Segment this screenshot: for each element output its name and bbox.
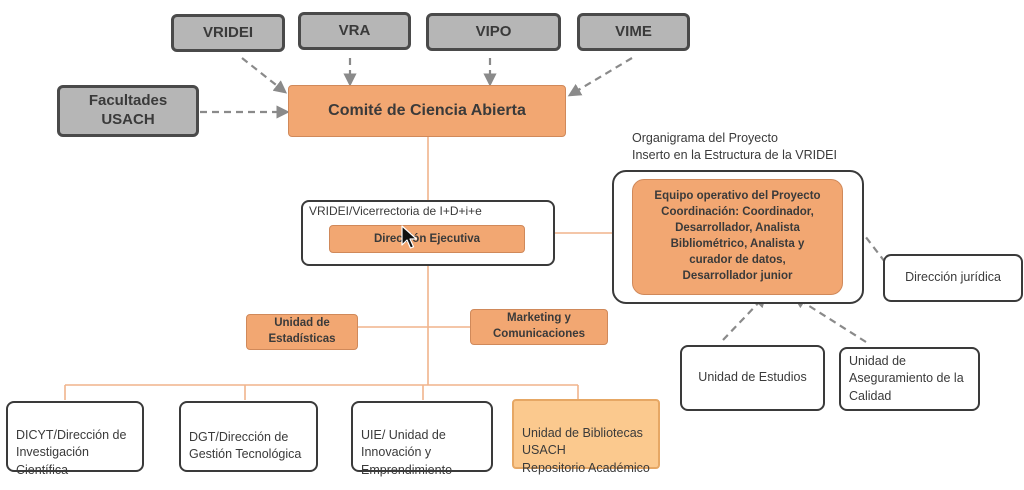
vipo-box: VIPO xyxy=(426,13,561,51)
direccion-juridica-box: Dirección jurídica xyxy=(883,254,1023,302)
vridei-box: VRIDEI xyxy=(171,14,285,52)
unidad-calidad-box: Unidad de Aseguramiento de la Calidad xyxy=(839,347,980,411)
vra-label: VRA xyxy=(338,21,371,39)
mouse-cursor-icon xyxy=(401,225,418,249)
facultades-box: Facultades USACH xyxy=(57,85,199,137)
vridei-label: VRIDEI xyxy=(202,23,253,41)
direccion-juridica-label: Dirección jurídica xyxy=(905,270,1001,285)
uie-box: UIE/ Unidad de Innovación y Emprendimien… xyxy=(351,401,493,477)
marketing-box: Marketing y Comunicaciones xyxy=(470,309,608,345)
team-box: Equipo operativo del Proyecto Coordinaci… xyxy=(632,179,843,295)
committee-box: Comité de Ciencia Abierta xyxy=(288,85,566,137)
unidad-estadisticas-label: Unidad de Estadísticas xyxy=(268,317,336,345)
vra-box: VRA xyxy=(298,12,411,50)
marketing-label: Marketing y Comunicaciones xyxy=(492,312,586,340)
committee-label: Comité de Ciencia Abierta xyxy=(328,101,526,119)
vicerrectoria-title: VRIDEI/Vicerrectoria de I+D+i+e xyxy=(309,204,482,218)
bibliotecas-label: Unidad de Bibliotecas USACH Repositorio … xyxy=(522,425,650,475)
unidad-estadisticas-box: Unidad de Estadísticas xyxy=(246,314,358,350)
dgt-box: DGT/Dirección de Gestión Tecnológica xyxy=(179,401,318,472)
project-caption: Organigrama del Proyecto Inserto en la E… xyxy=(632,131,837,162)
dgt-label: DGT/Dirección de Gestión Tecnológica xyxy=(189,429,302,462)
vipo-label: VIPO xyxy=(475,22,512,40)
unidad-estudios-label: Unidad de Estudios xyxy=(698,370,807,385)
team-label: Equipo operativo del Proyecto Coordinaci… xyxy=(654,190,821,282)
unidad-calidad-label: Unidad de Aseguramiento de la Calidad xyxy=(849,353,964,403)
dicyt-label: DICYT/Dirección de Investigación Científ… xyxy=(16,427,127,477)
dicyt-box: DICYT/Dirección de Investigación Científ… xyxy=(6,401,144,477)
vime-box: VIME xyxy=(577,13,690,51)
direccion-ejecutiva-box: Dirección Ejecutiva xyxy=(329,225,525,253)
vime-label: VIME xyxy=(615,22,652,40)
direccion-ejecutiva-label: Dirección Ejecutiva xyxy=(373,232,481,245)
unidad-estudios-box: Unidad de Estudios xyxy=(680,345,825,411)
bibliotecas-box: Unidad de Bibliotecas USACH Repositorio … xyxy=(512,399,660,475)
uie-label: UIE/ Unidad de Innovación y Emprendimien… xyxy=(361,427,453,477)
facultades-label: Facultades USACH xyxy=(88,92,168,128)
